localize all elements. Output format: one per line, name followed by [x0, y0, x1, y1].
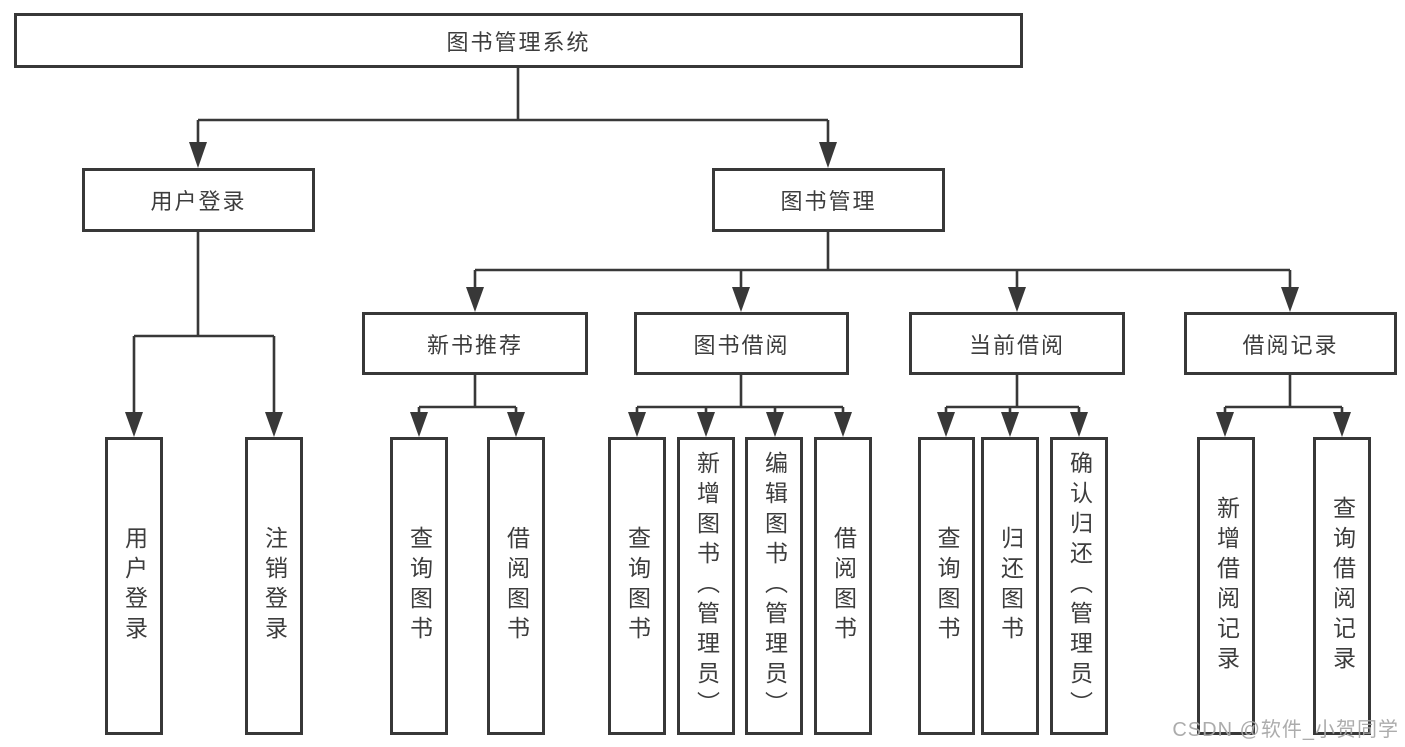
node-label: 查询借阅记录	[1329, 496, 1356, 676]
node-library-system: 图书管理系统	[14, 13, 1023, 68]
leaf-records-query-record: 查询借阅记录	[1313, 437, 1371, 735]
node-label: 当前借阅	[968, 332, 1065, 358]
node-label: 编辑图书（管理员）	[761, 451, 788, 721]
leaf-records-add-record: 新增借阅记录	[1197, 437, 1255, 735]
leaf-current-query-books: 查询图书	[918, 437, 975, 735]
node-label: 借阅图书	[830, 526, 857, 646]
leaf-current-confirm-return-admin: 确认归还（管理员）	[1050, 437, 1108, 735]
arrow-down-icon	[697, 412, 715, 437]
arrow-down-icon	[937, 412, 955, 437]
node-label: 新书推荐	[426, 332, 523, 358]
leaf-logout: 注销登录	[245, 437, 303, 735]
node-book-management: 图书管理	[712, 168, 945, 232]
arrow-down-icon	[766, 412, 784, 437]
node-label: 确认归还（管理员）	[1066, 451, 1093, 721]
node-label: 新增图书（管理员）	[693, 451, 720, 721]
node-label: 用户登录	[150, 189, 247, 214]
arrow-down-icon	[732, 287, 750, 312]
node-current-borrowing: 当前借阅	[909, 312, 1125, 375]
leaf-recommend-query-books: 查询图书	[390, 437, 448, 735]
node-label: 查询图书	[934, 526, 960, 646]
leaf-borrowing-borrow-books: 借阅图书	[814, 437, 872, 735]
arrow-down-icon	[466, 287, 484, 312]
node-label: 归还图书	[997, 526, 1024, 646]
arrow-down-icon	[819, 142, 837, 168]
arrow-down-icon	[1281, 287, 1299, 312]
node-label: 图书管理	[780, 189, 877, 214]
node-borrowing-records: 借阅记录	[1184, 312, 1397, 375]
leaf-recommend-borrow-books: 借阅图书	[487, 437, 545, 735]
leaf-borrowing-query-books: 查询图书	[608, 437, 666, 735]
node-label: 新增借阅记录	[1213, 496, 1240, 676]
node-label: 查询图书	[406, 526, 433, 646]
node-label: 借阅记录	[1242, 332, 1339, 358]
leaf-borrowing-edit-books-admin: 编辑图书（管理员）	[745, 437, 803, 735]
leaf-current-return-books: 归还图书	[981, 437, 1039, 735]
node-label: 图书借阅	[693, 332, 790, 358]
arrow-down-icon	[189, 142, 207, 168]
arrow-down-icon	[1001, 412, 1019, 437]
tree-edges	[132, 68, 1344, 414]
leaf-user-login: 用户登录	[105, 437, 163, 735]
arrow-down-icon	[1333, 412, 1351, 437]
node-label: 用户登录	[121, 526, 148, 646]
node-new-book-recommend: 新书推荐	[362, 312, 588, 375]
arrow-down-icon	[1216, 412, 1234, 437]
node-label: 查询图书	[624, 526, 651, 646]
arrow-down-icon	[834, 412, 852, 437]
arrow-down-icon	[410, 412, 428, 437]
node-user-login: 用户登录	[82, 168, 315, 232]
node-label: 注销登录	[261, 526, 288, 646]
node-book-borrowing: 图书借阅	[634, 312, 849, 375]
arrow-down-icon	[628, 412, 646, 437]
arrow-down-icon	[1008, 287, 1026, 312]
arrow-down-icon	[507, 412, 525, 437]
leaf-borrowing-add-books-admin: 新增图书（管理员）	[677, 437, 735, 735]
arrow-down-icon	[265, 412, 283, 437]
arrow-down-icon	[1070, 412, 1088, 437]
arrow-down-icons	[125, 142, 1351, 437]
arrow-down-icon	[125, 412, 143, 437]
node-label: 借阅图书	[503, 526, 530, 646]
node-label: 图书管理系统	[446, 29, 591, 55]
